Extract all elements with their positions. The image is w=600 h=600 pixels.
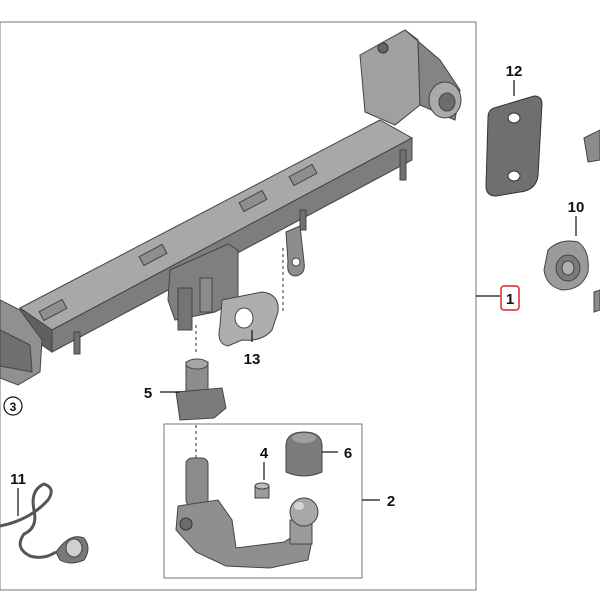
callout-3[interactable]: 3 <box>10 400 17 414</box>
callout-1[interactable]: 1 <box>506 291 514 308</box>
left-mounting-bracket[interactable] <box>0 299 43 386</box>
gasket-plate-part[interactable] <box>485 95 543 197</box>
right-edge-part-bottom[interactable] <box>593 289 600 313</box>
right-edge-part-top[interactable] <box>583 129 600 163</box>
bracket-plate-part[interactable] <box>218 291 279 347</box>
callout-10[interactable]: 10 <box>568 199 585 216</box>
assembly-dashes <box>195 248 284 460</box>
cover-cap-part[interactable] <box>285 431 323 477</box>
callout-6[interactable]: 6 <box>344 445 352 462</box>
bolt-part[interactable] <box>254 482 270 499</box>
callout-4[interactable]: 4 <box>260 445 269 462</box>
wiring-harness-part[interactable] <box>0 482 89 564</box>
callout-5[interactable]: 5 <box>144 385 152 402</box>
socket-holder-part[interactable] <box>175 358 227 421</box>
hook-lug[interactable] <box>285 225 305 277</box>
callout-11[interactable]: 11 <box>10 471 26 488</box>
connector-socket-part[interactable] <box>543 240 589 291</box>
swan-neck-part[interactable] <box>175 457 319 569</box>
ball-head-group-box <box>163 423 363 579</box>
leader-lines <box>17 80 577 516</box>
callout-1-box <box>500 285 520 311</box>
right-mounting-bracket[interactable] <box>359 29 462 126</box>
callout-12[interactable]: 12 <box>506 63 523 80</box>
crossbeam-part[interactable] <box>19 119 414 355</box>
callout-13[interactable]: 13 <box>244 351 261 368</box>
callout-3-circle <box>3 396 23 416</box>
callout-2[interactable]: 2 <box>387 493 395 510</box>
assembly-frame <box>0 21 477 591</box>
